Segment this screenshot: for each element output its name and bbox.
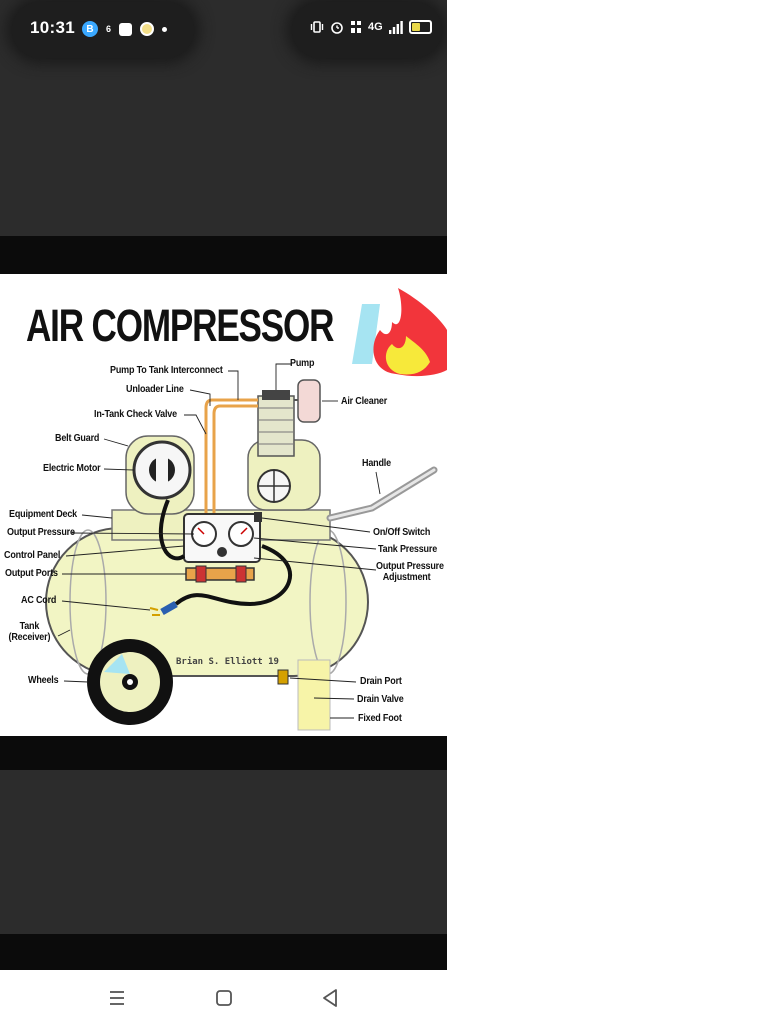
label-output-pressure-adj-line1: Output Pressure xyxy=(376,561,444,572)
handle-shape xyxy=(326,466,438,522)
label-ac-cord: AC Cord xyxy=(21,595,57,606)
back-button[interactable] xyxy=(318,986,342,1010)
battery-fill xyxy=(411,23,420,31)
blue-accent xyxy=(352,304,380,364)
nfc-icon xyxy=(351,21,361,33)
home-button[interactable] xyxy=(212,986,236,1010)
ac-plug xyxy=(160,600,178,616)
air-compressor-diagram[interactable]: AIR COMPRESSOR Pump Pump To Tank Interco… xyxy=(0,274,447,736)
label-fixed-foot: Fixed Foot xyxy=(358,713,402,724)
battery-icon xyxy=(408,20,432,34)
on-off-switch-shape xyxy=(254,512,262,522)
image-band-top xyxy=(0,236,447,274)
menu-button[interactable] xyxy=(105,986,129,1010)
label-in-tank-check-valve: In-Tank Check Valve xyxy=(94,409,177,420)
label-control-panel: Control Panel xyxy=(4,550,61,561)
sun-icon xyxy=(140,22,155,36)
pump-cylinder xyxy=(257,395,295,457)
home-icon xyxy=(216,990,232,1006)
flame-core xyxy=(385,336,430,375)
alarm-icon xyxy=(331,22,343,34)
label-equipment-deck: Equipment Deck xyxy=(9,509,78,520)
label-output-pressure-adj-line2: Adjustment xyxy=(382,572,431,583)
label-pump: Pump xyxy=(290,358,315,369)
compressor-illustration xyxy=(45,288,447,731)
image-band-bottom xyxy=(0,736,447,770)
label-air-cleaner: Air Cleaner xyxy=(341,396,388,407)
label-handle: Handle xyxy=(362,458,391,469)
label-drain-port: Drain Port xyxy=(360,676,402,687)
fixed-foot-shape xyxy=(297,659,331,731)
label-tank-line1: Tank xyxy=(19,621,40,632)
status-bar: 10:31 B 6 4G xyxy=(0,0,447,62)
diagram-title: AIR COMPRESSOR xyxy=(26,300,335,351)
b-badge-icon: B xyxy=(82,21,98,37)
screen-band-bottom xyxy=(0,934,447,970)
artist-signature: Brian S. Elliott 19 xyxy=(176,657,279,667)
air-cleaner-shape xyxy=(297,379,321,423)
notification-icons: B 6 xyxy=(82,21,168,37)
clock: 10:31 xyxy=(30,18,75,37)
label-unloader-line: Unloader Line xyxy=(126,384,184,395)
pump-head xyxy=(262,390,290,400)
label-on-off-switch: On/Off Switch xyxy=(373,527,431,538)
label-output-pressure-adjustment: Output Pressure Adjustment xyxy=(376,561,444,583)
label-wheels: Wheels xyxy=(28,675,59,686)
phone-screen: 10:31 B 6 4G xyxy=(0,0,447,970)
label-belt-guard: Belt Guard xyxy=(55,433,100,444)
pressure-knob xyxy=(217,547,227,557)
system-icons: 4G xyxy=(310,20,432,34)
menu-icon xyxy=(110,991,124,1005)
back-icon xyxy=(323,989,337,1007)
interconnect-tube xyxy=(204,398,258,514)
label-output-pressure: Output Pressure xyxy=(7,527,75,538)
label-tank-line2: (Receiver) xyxy=(8,632,51,643)
label-electric-motor: Electric Motor xyxy=(43,463,101,474)
drain-port-shape xyxy=(277,669,289,685)
dot-icon xyxy=(162,26,168,32)
label-output-ports: Output Ports xyxy=(5,568,58,579)
label-drain-valve: Drain Valve xyxy=(357,694,404,705)
ac-cord-shape xyxy=(158,499,293,607)
label-tank-pressure: Tank Pressure xyxy=(378,544,438,555)
gallery-icon: 6 xyxy=(106,24,112,34)
navigation-bar xyxy=(0,970,447,1024)
vibrate-icon xyxy=(310,21,324,33)
unloader-tube xyxy=(212,404,258,514)
network-type-label: 4G xyxy=(368,21,383,33)
square-icon xyxy=(119,22,133,36)
signal-icon xyxy=(388,20,403,34)
label-tank: Tank (Receiver) xyxy=(6,621,53,643)
label-pump-to-tank-interconnect: Pump To Tank Interconnect xyxy=(110,365,223,376)
